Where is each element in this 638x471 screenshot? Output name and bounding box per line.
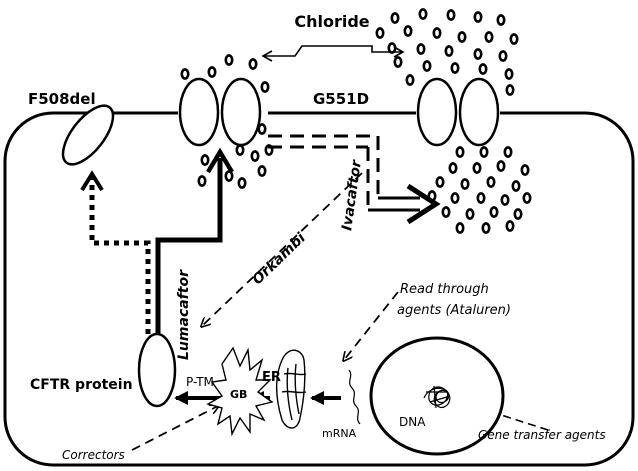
chloride-ion [250, 150, 260, 162]
chloride-ion [509, 33, 519, 45]
chloride-ion [496, 14, 506, 26]
chloride-ion [505, 84, 515, 96]
chloride-ion [224, 54, 234, 66]
chloride-ion [422, 60, 432, 72]
read-through-label-line2: agents (Ataluren) [397, 303, 511, 318]
chloride-ion [224, 170, 234, 182]
golgi-body [206, 346, 274, 437]
chloride-ion [248, 58, 258, 70]
chloride-ion [496, 160, 506, 172]
chloride-ion [457, 31, 467, 43]
orkambi-arrow [202, 172, 363, 326]
chloride-ion [450, 62, 460, 74]
chloride-ion [257, 165, 267, 177]
chloride-ion [432, 27, 442, 39]
mrna-strand [348, 369, 361, 425]
endoplasmic-reticulum [276, 349, 307, 429]
orkambi-label: Orkambi [250, 230, 309, 288]
chloride-ion [520, 164, 530, 176]
chloride-ion [435, 176, 445, 188]
cftr-channel-right [416, 77, 500, 147]
chloride-ion [197, 175, 207, 187]
ptm-label: P-TM [186, 375, 214, 389]
chloride-ion [257, 123, 267, 135]
chloride-ion [200, 154, 210, 166]
chloride-double-arrow [261, 45, 405, 62]
nucleus [369, 336, 505, 456]
chloride-ion [473, 48, 483, 60]
f508del-trafficking-arrow [89, 178, 151, 334]
chloride-ion [504, 68, 514, 80]
chloride-ion [416, 43, 426, 55]
ivacaftor-arrow [268, 134, 441, 225]
ivacaftor-label: Ivacaftor [339, 158, 365, 231]
read-through-label-line1: Read through [400, 282, 489, 297]
gb-label: GB [230, 388, 247, 401]
chloride-ion [390, 12, 400, 24]
chloride-ion [418, 8, 428, 20]
chloride-ion [473, 11, 483, 23]
chloride-ion [498, 50, 508, 62]
cell-membrane [3, 111, 635, 467]
chloride-ion [393, 56, 403, 68]
correctors-arrow [131, 406, 218, 451]
chloride-ion [444, 45, 454, 57]
correctors-label: Correctors [62, 448, 125, 462]
chloride-ion [503, 146, 513, 158]
chloride-ion [455, 222, 465, 234]
gene-transfer-label: Gene transfer agents [478, 428, 606, 442]
chloride-ion [235, 144, 245, 156]
chloride-ion [478, 63, 488, 75]
f508del-label: F508del [28, 90, 96, 108]
chloride-ion [484, 31, 494, 43]
chloride-ions-left [180, 54, 274, 189]
chloride-ion [455, 146, 465, 158]
chloride-ion [481, 222, 491, 234]
lumacaftor-label: Lumacaftor [176, 269, 192, 360]
chloride-ion [479, 146, 489, 158]
chloride-ion [476, 192, 486, 204]
chloride-ion [260, 81, 270, 93]
chloride-ions-right [375, 8, 532, 234]
chloride-ion [522, 192, 532, 204]
chloride-ion [207, 66, 217, 78]
chloride-ion [460, 178, 470, 190]
mrna-label: mRNA [322, 427, 357, 440]
chloride-ion [441, 206, 451, 218]
dna-label: DNA [399, 415, 426, 429]
chloride-ion [180, 68, 190, 80]
chloride-ion [448, 162, 458, 174]
g551d-label: G551D [313, 90, 369, 108]
chloride-ion [511, 180, 521, 192]
chloride-ion [403, 25, 413, 37]
chloride-label: Chloride [294, 12, 369, 31]
chloride-ion [500, 194, 510, 206]
read-through-arrow [344, 291, 399, 360]
cftr-channel-left [178, 77, 262, 147]
chloride-ion [486, 176, 496, 188]
dna-coil [423, 385, 451, 409]
chloride-ion [450, 192, 460, 204]
chloride-ion [237, 177, 247, 189]
chloride-ion [513, 208, 523, 220]
chloride-ion [505, 220, 515, 232]
chloride-ion [446, 9, 456, 21]
chloride-ion [489, 206, 499, 218]
cftr-protein-label: CFTR protein [30, 377, 133, 393]
cftr-protein-shape [137, 332, 177, 408]
chloride-ion [375, 27, 385, 39]
chloride-ion [472, 162, 482, 174]
er-label: ER [262, 370, 281, 385]
chloride-ion [465, 208, 475, 220]
chloride-ion [405, 74, 415, 86]
lumacaftor-pathway-arrow [155, 158, 223, 336]
f508del-protein [61, 104, 115, 166]
